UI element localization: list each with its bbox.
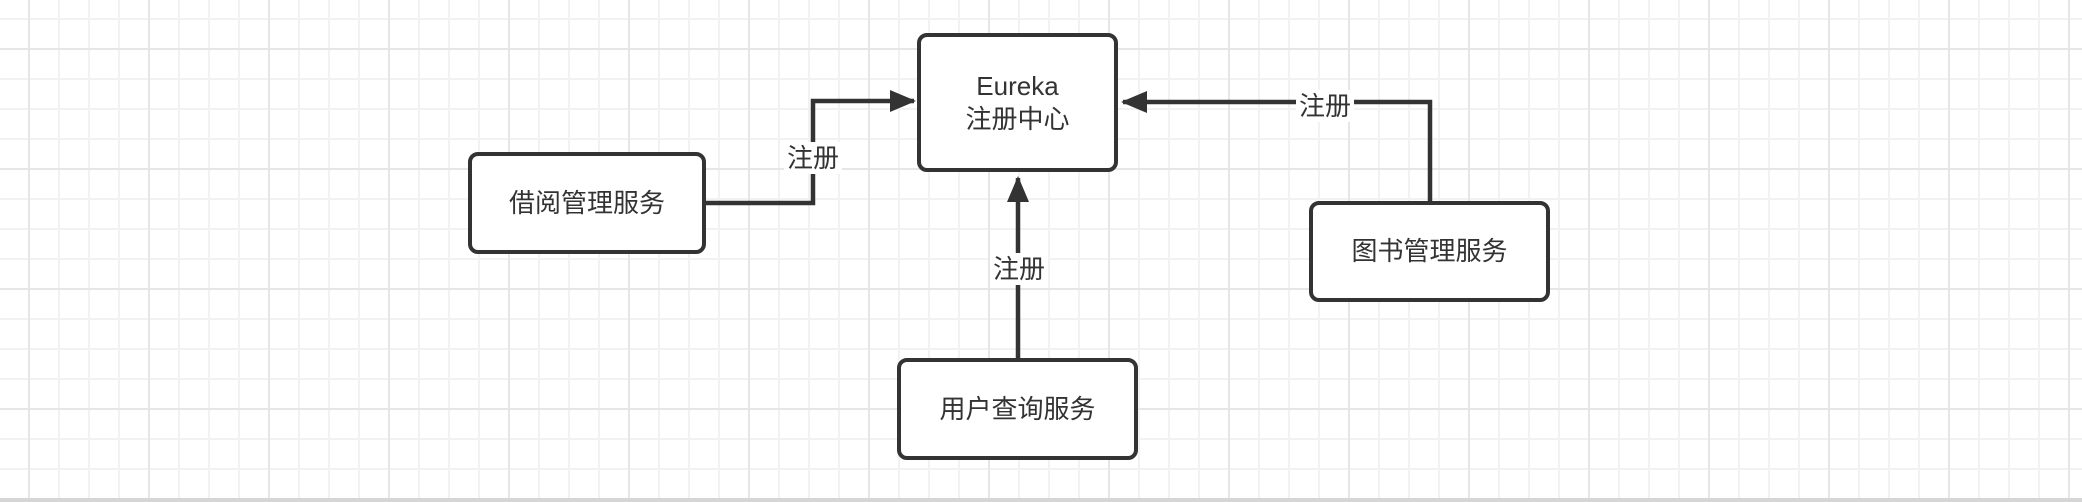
edge-label-book-register: 注册	[1295, 90, 1355, 122]
node-user-label: 用户查询服务	[939, 393, 1096, 424]
node-user-query-service[interactable]: 用户查询服务	[897, 358, 1138, 460]
node-eureka-label: Eureka 注册中心	[965, 70, 1069, 136]
canvas-bottom-edge	[0, 498, 2082, 502]
node-borrow-label: 借阅管理服务	[508, 187, 665, 218]
node-eureka-label-line1: Eureka	[976, 70, 1059, 101]
edge-book-to-eureka[interactable]	[1121, 91, 1433, 201]
node-book-label: 图书管理服务	[1351, 236, 1508, 266]
node-book-management-service[interactable]: 图书管理服务	[1309, 201, 1550, 302]
node-eureka-label-line2: 注册中心	[965, 103, 1070, 134]
node-borrow-management-service[interactable]: 借阅管理服务	[468, 152, 706, 254]
edge-label-user-register: 注册	[989, 253, 1049, 285]
node-eureka-registry[interactable]: Eureka 注册中心	[917, 33, 1118, 172]
edge-label-borrow-register: 注册	[783, 142, 843, 174]
